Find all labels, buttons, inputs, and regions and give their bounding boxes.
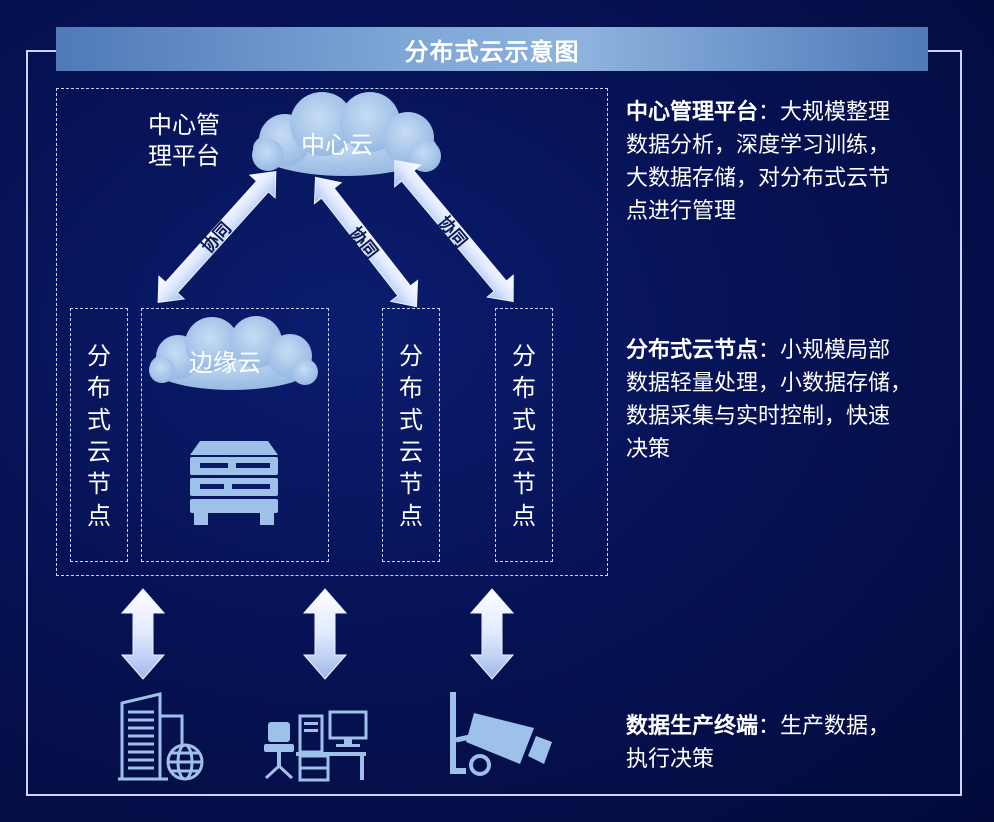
central-description: 中心管理平台：大规模整理 数据分析，深度学习训练， 大数据存储，对分布式云节 点… xyxy=(626,96,926,228)
edge-cloud-label: 边缘云 xyxy=(189,349,261,377)
node-char: 点 xyxy=(512,502,536,530)
node-description-colon: ： xyxy=(758,338,781,363)
node-char: 点 xyxy=(87,502,111,530)
security-camera-icon xyxy=(450,692,552,776)
node-char: 布 xyxy=(87,374,111,402)
node-description-line1: 小规模局部 xyxy=(780,338,891,363)
sync-arrow-middle xyxy=(313,176,419,308)
edge-cloud-icon xyxy=(149,316,318,390)
node-description-heading: 分布式云节点 xyxy=(626,338,759,363)
node-char: 云 xyxy=(87,438,111,466)
central-description-colon: ： xyxy=(758,100,781,125)
page-title: 分布式云示意图 xyxy=(404,37,580,66)
central-platform-label-line2: 理平台 xyxy=(148,142,220,170)
terminal-description-line2: 执行决策 xyxy=(626,747,715,772)
main-dashed-region xyxy=(56,88,608,576)
node-char: 分 xyxy=(87,342,111,370)
central-description-line4: 点进行管理 xyxy=(626,199,737,224)
title-bar: 分布式云示意图 xyxy=(56,27,928,71)
node-char: 节 xyxy=(399,470,423,498)
central-description-line1: 大规模整理 xyxy=(780,100,891,125)
node-char: 云 xyxy=(512,438,536,466)
edge-cloud-box xyxy=(141,308,329,562)
workstation-icon xyxy=(264,710,368,782)
vertical-arrow-2 xyxy=(302,588,348,680)
node-char: 节 xyxy=(512,470,536,498)
central-description-line2: 数据分析，深度学习训练， xyxy=(626,133,891,158)
node-box-1 xyxy=(70,308,128,562)
node-char: 点 xyxy=(399,502,423,530)
terminal-description: 数据生产终端：生产数据， 执行决策 xyxy=(626,710,936,776)
sync-arrow-left xyxy=(157,171,277,303)
node-description: 分布式云节点：小规模局部 数据轻量处理，小数据存储， 数据采集与实时控制，快速 … xyxy=(626,334,956,466)
central-platform-label-line1: 中心管 xyxy=(148,111,220,139)
node-char: 分 xyxy=(512,342,536,370)
node-description-line4: 决策 xyxy=(626,437,671,462)
central-cloud-icon xyxy=(252,92,441,176)
node-label-2: 分 布 式 云 节 点 xyxy=(396,340,426,532)
node-label-1: 分 布 式 云 节 点 xyxy=(84,340,114,532)
central-platform-label: 中心管 理平台 xyxy=(148,110,220,172)
node-char: 式 xyxy=(87,406,111,434)
central-cloud-label: 中心云 xyxy=(301,131,373,159)
node-char: 云 xyxy=(399,438,423,466)
vertical-arrow-1 xyxy=(120,588,166,680)
node-char: 布 xyxy=(512,374,536,402)
node-char: 布 xyxy=(399,374,423,402)
node-label-3: 分 布 式 云 节 点 xyxy=(509,340,539,532)
node-char: 式 xyxy=(399,406,423,434)
building-globe-icon xyxy=(118,692,204,781)
server-icon xyxy=(190,441,278,525)
vertical-arrow-3 xyxy=(469,588,515,680)
node-box-2 xyxy=(382,308,440,562)
node-box-3 xyxy=(495,308,553,562)
node-description-line2: 数据轻量处理，小数据存储， xyxy=(626,371,913,396)
node-char: 分 xyxy=(399,342,423,370)
node-description-line3: 数据采集与实时控制，快速 xyxy=(626,404,891,429)
central-description-line3: 大数据存储，对分布式云节 xyxy=(626,166,891,191)
sync-arrow-right xyxy=(394,159,514,303)
node-char: 节 xyxy=(87,470,111,498)
terminal-description-heading: 数据生产终端 xyxy=(626,714,759,739)
terminal-description-line1: 生产数据， xyxy=(780,714,891,739)
terminal-description-colon: ： xyxy=(758,714,781,739)
central-description-heading: 中心管理平台 xyxy=(626,100,759,125)
node-char: 式 xyxy=(512,406,536,434)
